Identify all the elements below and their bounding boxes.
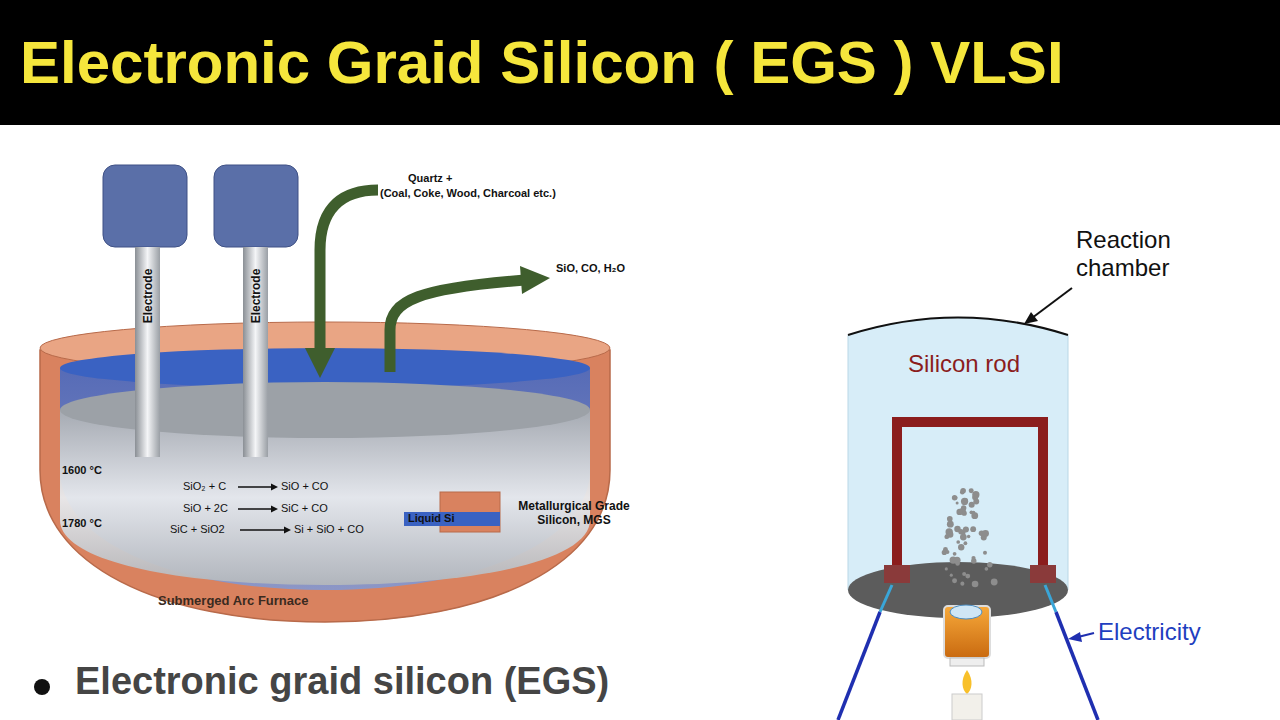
electrode-head: [214, 165, 298, 247]
reaction-term: SiC + SiO2: [170, 523, 225, 536]
feed-label: Quartz +: [408, 172, 452, 185]
title-bar: [0, 0, 1280, 125]
electrode-shaft: Electrode: [135, 247, 160, 345]
rod-label: Silicon rod: [870, 350, 1058, 378]
chamber-base: [848, 562, 1068, 618]
leader-head: [1024, 312, 1038, 324]
reaction-term: SiC + CO: [281, 502, 328, 515]
page-title: Electronic Graid Silicon ( EGS ) VLSI: [20, 28, 1064, 97]
beaker-crystal: [950, 605, 982, 619]
electrode-head: [103, 165, 187, 247]
electrode-shaft: Electrode: [243, 247, 268, 345]
rod-clamp: [884, 565, 910, 583]
electrode-label: Electrode: [249, 269, 263, 324]
wire: [838, 612, 880, 720]
feed-label: (Coal, Coke, Wood, Charcoal etc.): [380, 187, 556, 200]
wire: [1045, 585, 1056, 612]
exhaust-label: SiO, CO, H₂O: [556, 262, 625, 275]
rod-clamp: [1030, 565, 1056, 583]
electrode-shaft: [243, 345, 268, 457]
product-label: Metallurgical Grade Silicon, MGS: [510, 500, 638, 528]
exhaust-arrowhead: [520, 266, 550, 294]
feed-arrowhead: [305, 348, 335, 378]
exhaust-arrow: [390, 280, 525, 372]
silicon-rod-shape: [897, 422, 1043, 575]
leader-head: [1068, 632, 1082, 642]
bullet-text: Electronic graid silicon (EGS): [75, 660, 609, 704]
furnace-shell: [40, 350, 610, 622]
furnace-label: Submerged Arc Furnace: [158, 594, 309, 609]
chamber-bell: [848, 318, 1068, 591]
reaction-chamber: Silicon rod: [870, 350, 1058, 410]
leader-line: [1032, 288, 1072, 318]
source-beaker: [944, 606, 990, 658]
electrode-label: Electrode: [141, 269, 155, 324]
liquid-si-stream: [404, 512, 500, 526]
temperature-label: 1600 °C: [62, 464, 102, 477]
wire: [1056, 612, 1098, 720]
beaker-foot: [950, 658, 984, 666]
feed-arrow: [320, 190, 378, 350]
reaction-term: SiO + 2C: [183, 502, 228, 515]
wire: [880, 585, 892, 612]
reaction-term: SiO₂ + C: [183, 480, 226, 493]
reaction-term: SiO + CO: [281, 480, 328, 493]
candle: [952, 694, 982, 720]
callout-label: Reaction chamber: [1076, 226, 1216, 281]
candle-flame: [962, 670, 971, 694]
callout-label: Electricity: [1098, 618, 1201, 646]
temperature-label: 1780 °C: [62, 517, 102, 530]
bullet-dot: [34, 679, 50, 695]
silicon-particles: [942, 488, 998, 587]
reaction-term: Si + SiO + CO: [294, 523, 364, 536]
electrode-shaft: [135, 345, 160, 457]
outlet-label: Liquid Si: [408, 512, 454, 525]
